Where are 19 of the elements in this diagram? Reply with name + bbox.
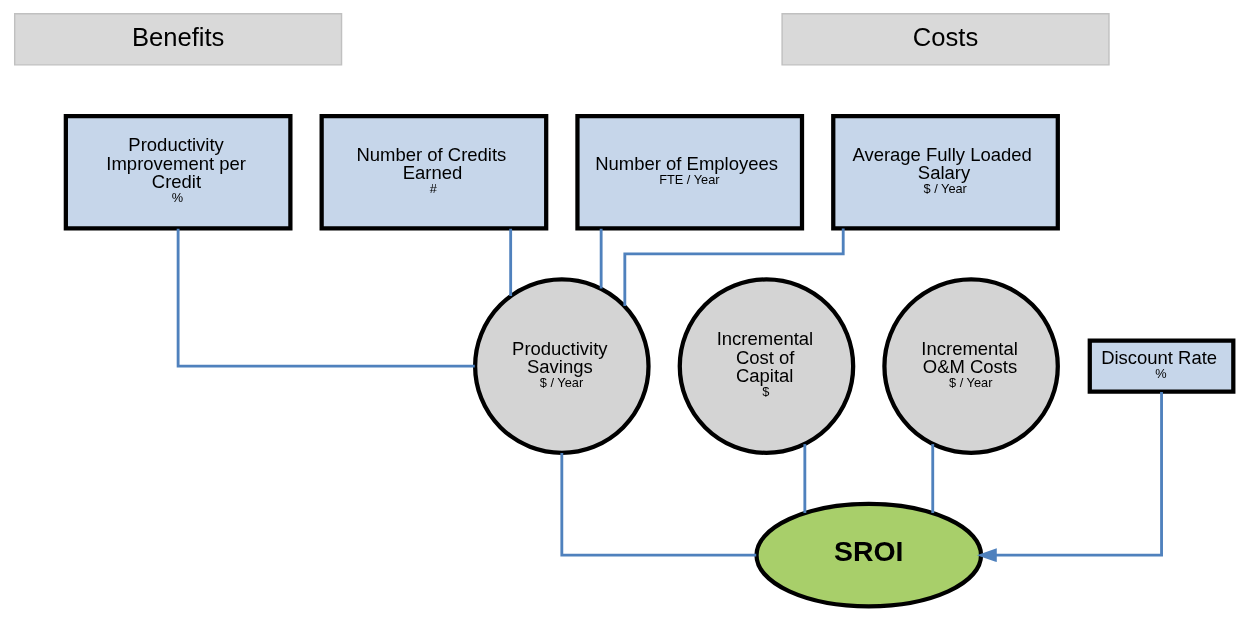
connector (931, 444, 935, 513)
node-box: Discount Rate % (1087, 338, 1236, 394)
connector (176, 228, 475, 368)
node-ellipse: SROI (754, 501, 984, 609)
node-box: Number of Employees FTE / Year (575, 113, 805, 231)
node-box: Costs (781, 13, 1110, 66)
node-circle: Productivity Savings $ / Year (473, 277, 651, 455)
connector (560, 452, 757, 557)
node-box: Benefits (13, 13, 343, 66)
node-box: Number of Credits Earned # (319, 113, 549, 231)
connector (623, 228, 845, 307)
node-box: Average Fully Loaded Salary $ / Year (831, 113, 1060, 231)
connector (509, 228, 513, 296)
node-circle: Incremental Cost of Capital $ (677, 277, 856, 455)
node-circle: Incremental O&M Costs $ / Year (882, 277, 1060, 455)
arrow (976, 392, 1163, 563)
connector (803, 444, 807, 513)
connector (599, 228, 603, 289)
node-box: Productivity Improvement per Credit % (63, 113, 293, 231)
